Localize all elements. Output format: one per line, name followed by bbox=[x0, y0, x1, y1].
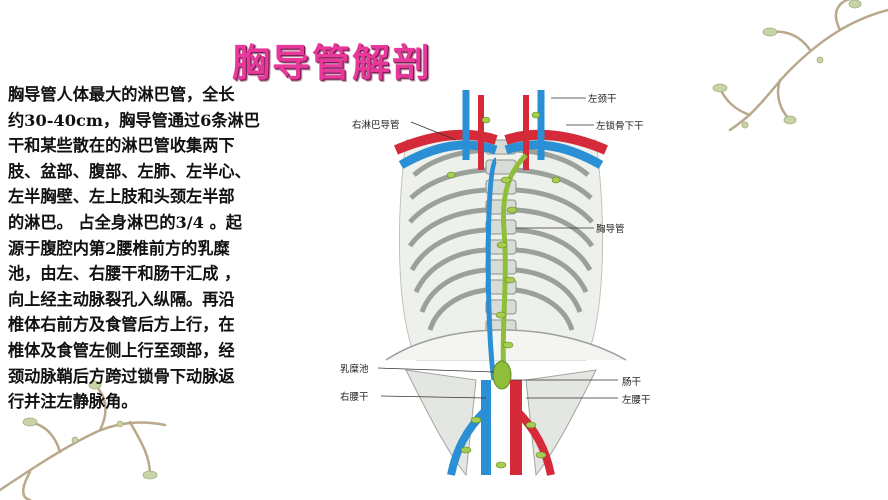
label-intestinal-trunk: 肠干 bbox=[622, 377, 642, 388]
paragraph-line: 干和某些散在的淋巴管收集两下 bbox=[8, 136, 235, 156]
paragraph-line: 的淋巴。 占全身淋巴的3/4 。起 bbox=[8, 212, 242, 232]
paragraph-line: 向上经主动脉裂孔入纵隔。再沿 bbox=[8, 289, 235, 309]
body-paragraph: 胸导管人体最大的淋巴管，全长 约30-40cm，胸导管通过6条淋巴 干和某些散在… bbox=[8, 82, 334, 415]
label-thoracic-duct: 胸导管 bbox=[596, 224, 625, 235]
branch-decoration-top-right bbox=[712, 0, 888, 132]
paragraph-line: 左半胸壁、左上肢和头颈左半部 bbox=[8, 187, 235, 207]
slide-title: 胸导管解剖 bbox=[232, 40, 433, 85]
anatomy-illustration bbox=[377, 90, 627, 477]
label-left-lumbar-trunk: 左腰干 bbox=[622, 395, 651, 406]
branch-decoration-bottom-left bbox=[0, 380, 167, 500]
paragraph-line: 胸导管人体最大的淋巴管，全长 bbox=[8, 85, 235, 104]
paragraph-line: 肢、盆部、腹部、左肺、左半心、 bbox=[8, 161, 251, 181]
thoracic-duct-figure: 左颈干 右淋巴导管 左锁骨下干 胸导管 乳糜池 肠干 右腰干 左腰干 bbox=[336, 80, 666, 480]
label-right-lymphatic-duct: 右淋巴导管 bbox=[352, 120, 400, 131]
label-left-jugular-trunk: 左颈干 bbox=[588, 94, 617, 105]
paragraph-line: 椎体右前方及食管后方上行，在 bbox=[8, 315, 235, 335]
paragraph-line: 源于腹腔内第2腰椎前方的乳糜 bbox=[8, 238, 230, 258]
label-cisterna-chyli: 乳糜池 bbox=[340, 364, 369, 375]
label-left-subclavian-trunk: 左锁骨下干 bbox=[596, 121, 644, 132]
label-right-lumbar-trunk: 右腰干 bbox=[340, 392, 369, 403]
paragraph-line: 池，由左、右腰干和肠干汇成 ， bbox=[8, 264, 241, 284]
paragraph-line: 椎体及食管左侧上行至颈部，经 bbox=[8, 340, 235, 360]
paragraph-line: 行并注左静脉角。 bbox=[8, 392, 138, 412]
paragraph-line: 颈动脉鞘后方跨过锁骨下动脉返 bbox=[8, 366, 235, 386]
paragraph-line: 约30-40cm，胸导管通过6条淋巴 bbox=[8, 110, 260, 130]
